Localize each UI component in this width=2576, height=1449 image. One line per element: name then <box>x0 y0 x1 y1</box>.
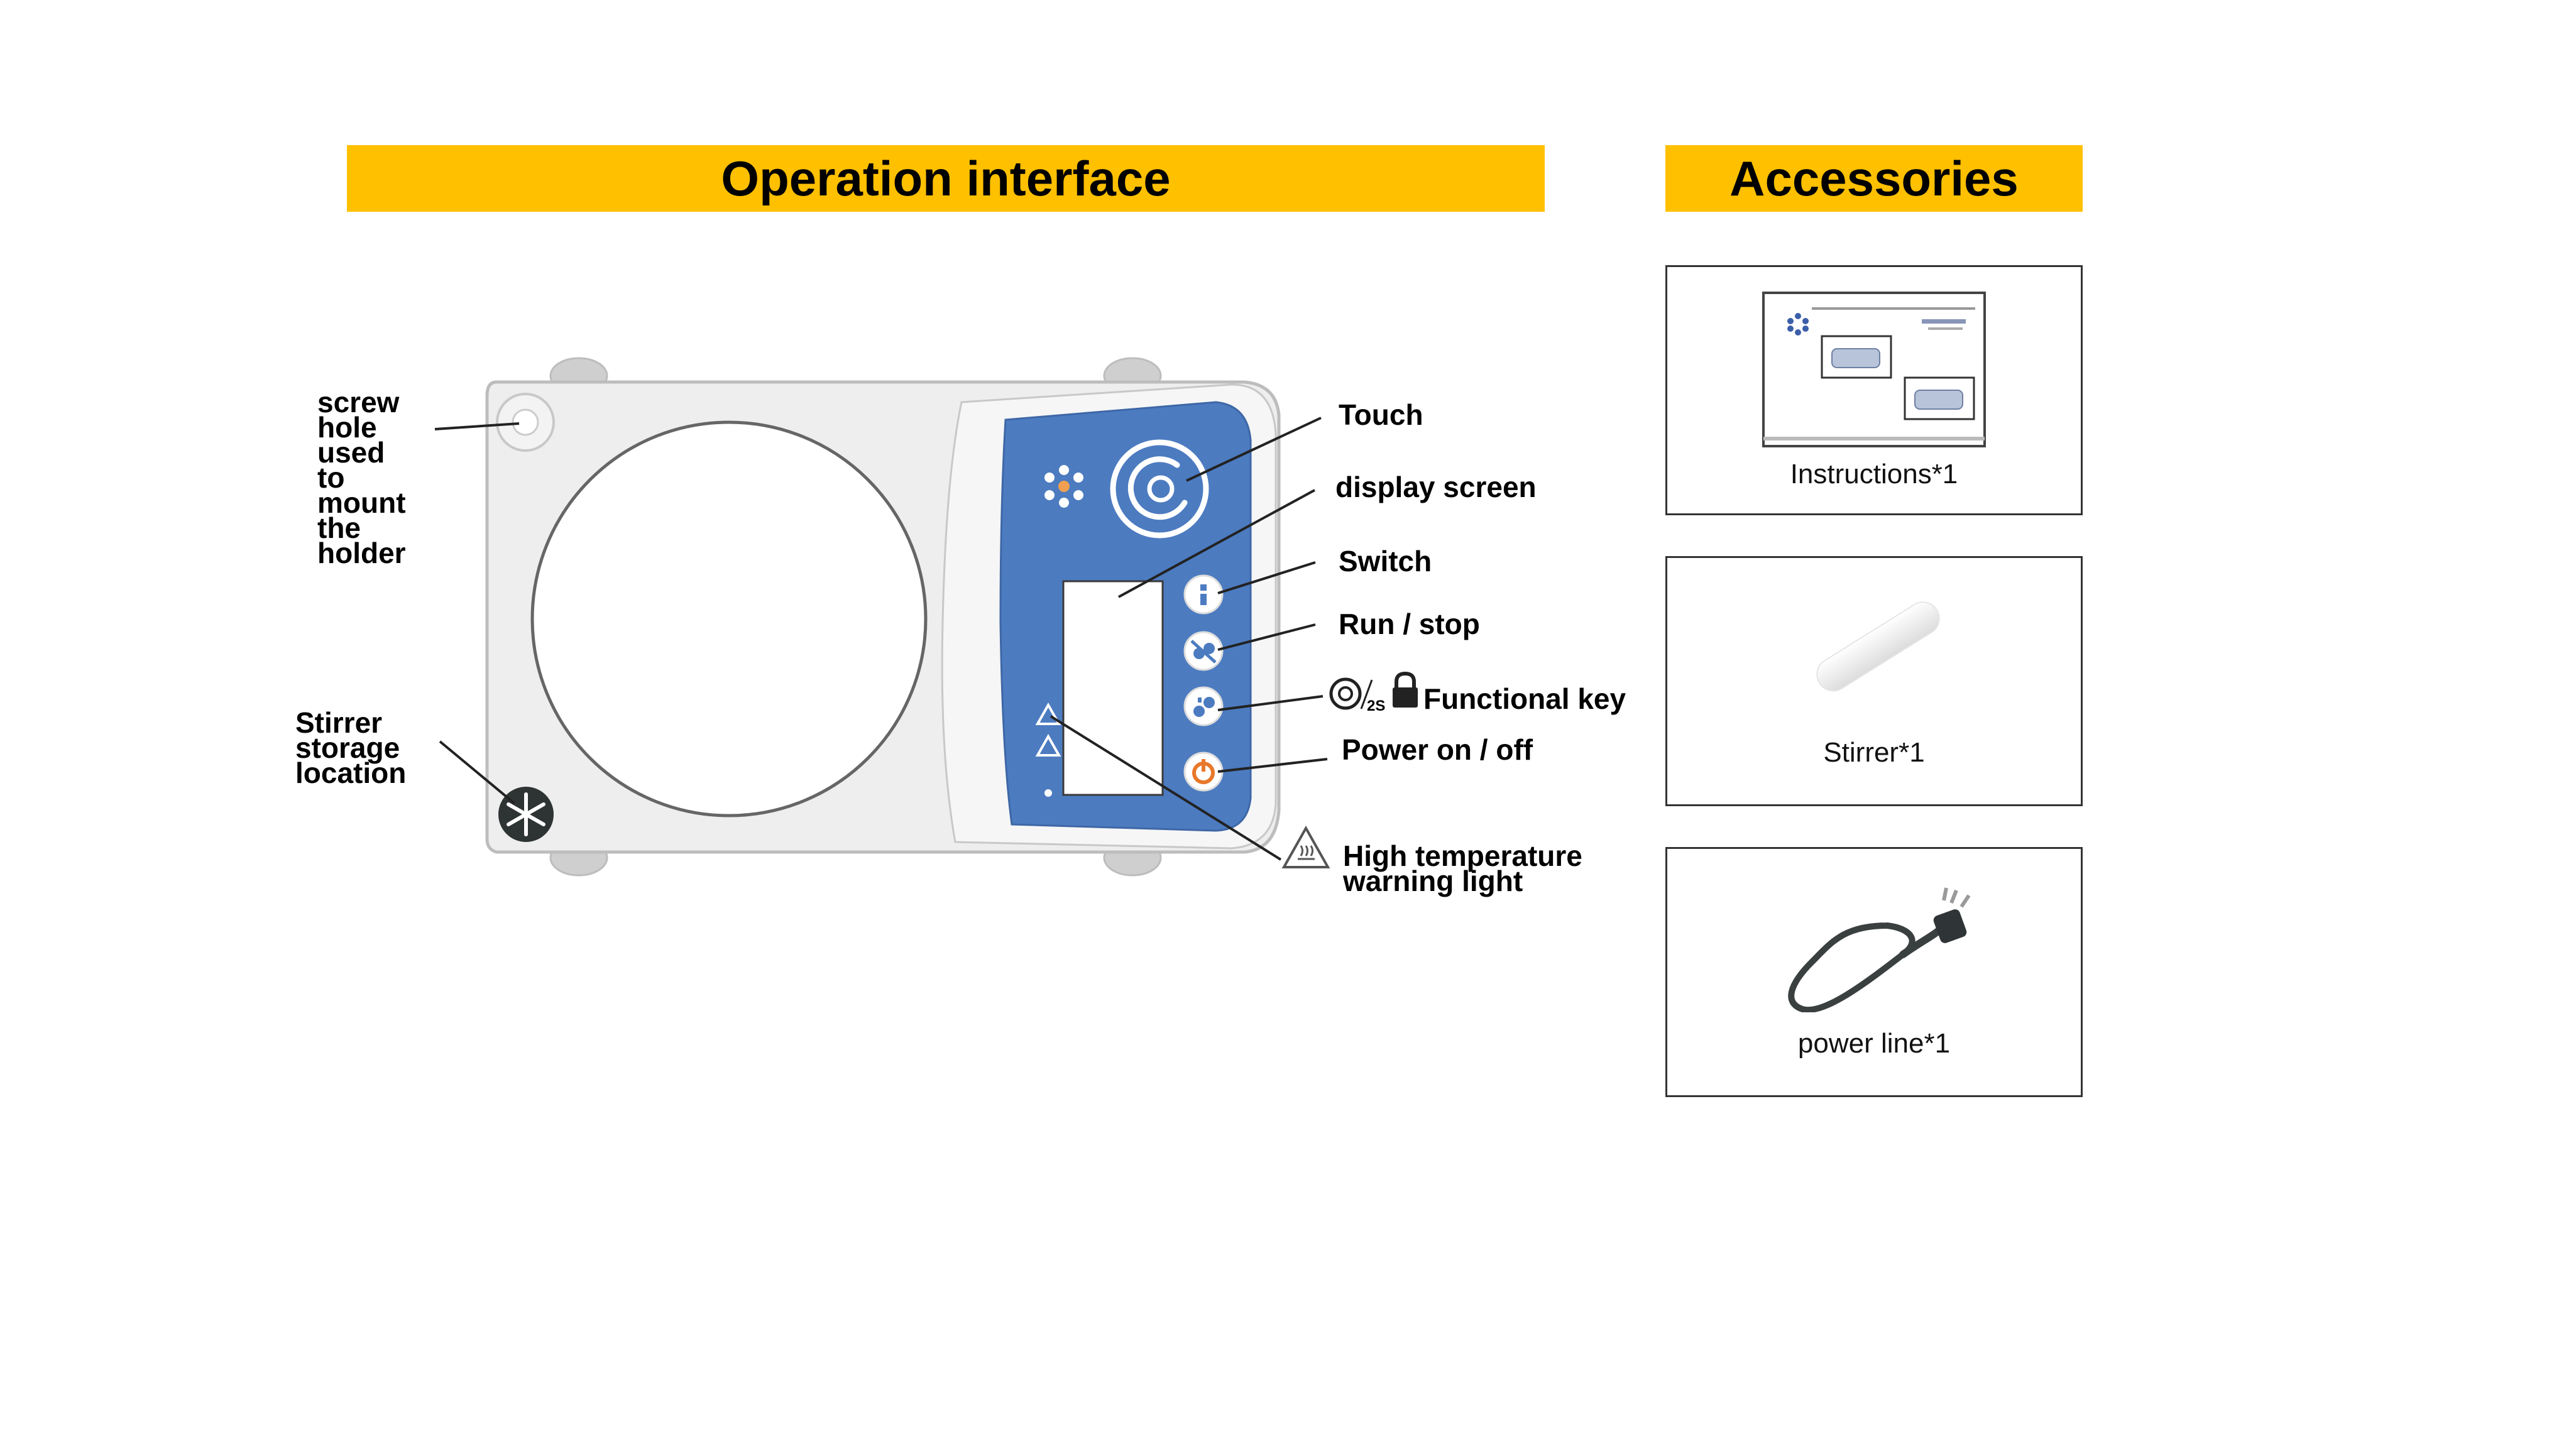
screw-hole-line-3: used <box>317 436 385 469</box>
accessories-header: Accessories <box>1665 145 2083 212</box>
stirrer-storage-line-2: storage <box>295 731 400 764</box>
stirrer-storage-line-3: location <box>295 757 407 789</box>
stirrer-storage-callout: Stirrer storage location <box>295 706 407 789</box>
operation-interface-header: Operation interface <box>347 145 1545 212</box>
run-stop-button[interactable] <box>1183 631 1224 671</box>
accessory-label-instructions: Instructions*1 <box>1790 459 1958 489</box>
accessory-label-stirrer: Stirrer*1 <box>1823 737 1925 768</box>
accessory-power-line: power line*1 <box>1665 847 2083 1097</box>
accessories-title: Accessories <box>1729 150 2019 206</box>
display-screen <box>1062 580 1164 796</box>
accessory-stirrer: Stirrer*1 <box>1665 556 2083 806</box>
manual-icon <box>1762 292 1986 447</box>
switch-callout: Switch <box>1339 545 1432 577</box>
screw-hole-line-4: to <box>317 461 345 494</box>
screw-hole-line-6: the <box>317 511 361 544</box>
accessory-instructions: Instructions*1 <box>1665 265 2083 515</box>
touch-callout: Touch <box>1339 398 1423 431</box>
leader-lines <box>434 417 1328 861</box>
power-cord-icon <box>1788 887 1971 1012</box>
touch-dial-icon <box>1110 439 1209 539</box>
run-stop-callout: Run / stop <box>1339 608 1480 640</box>
functional-key-icons <box>1329 671 1418 710</box>
screw-hole-line-1: screw <box>317 386 400 418</box>
panel-warning-symbols <box>1035 702 1061 757</box>
high-temperature-callout: High temperature warning light <box>1343 839 1582 897</box>
screw-hole-callout: screw hole used to mount the holder <box>317 386 406 569</box>
high-temperature-warning-icon <box>1281 825 1330 868</box>
functional-key-callout: Functional key <box>1423 682 1626 715</box>
screw-hole-line-7: holder <box>317 537 406 569</box>
stir-bar-icon <box>1816 601 1940 692</box>
accessory-label-power-line: power line*1 <box>1797 1028 1951 1059</box>
rotation-icon <box>1329 677 1362 710</box>
display-screen-callout: display screen <box>1335 471 1537 503</box>
heating-plate <box>530 420 928 817</box>
screw-hole-line-2: hole <box>317 411 377 444</box>
functional-key-button[interactable] <box>1183 686 1224 726</box>
functional-key-badge: 2S <box>1367 697 1386 714</box>
brand-logo-icon <box>1044 465 1083 508</box>
power-callout: Power on / off <box>1342 733 1533 766</box>
switch-button[interactable] <box>1183 574 1224 615</box>
operation-interface-title: Operation interface <box>721 150 1171 206</box>
stirrer-storage-line-1: Stirrer <box>295 706 383 739</box>
lock-icon <box>1393 671 1418 708</box>
high-temperature-line-2: warning light <box>1343 865 1523 897</box>
screw-hole-line-5: mount <box>317 486 406 519</box>
high-temperature-line-1: High temperature <box>1343 839 1582 872</box>
power-button[interactable] <box>1183 752 1224 792</box>
